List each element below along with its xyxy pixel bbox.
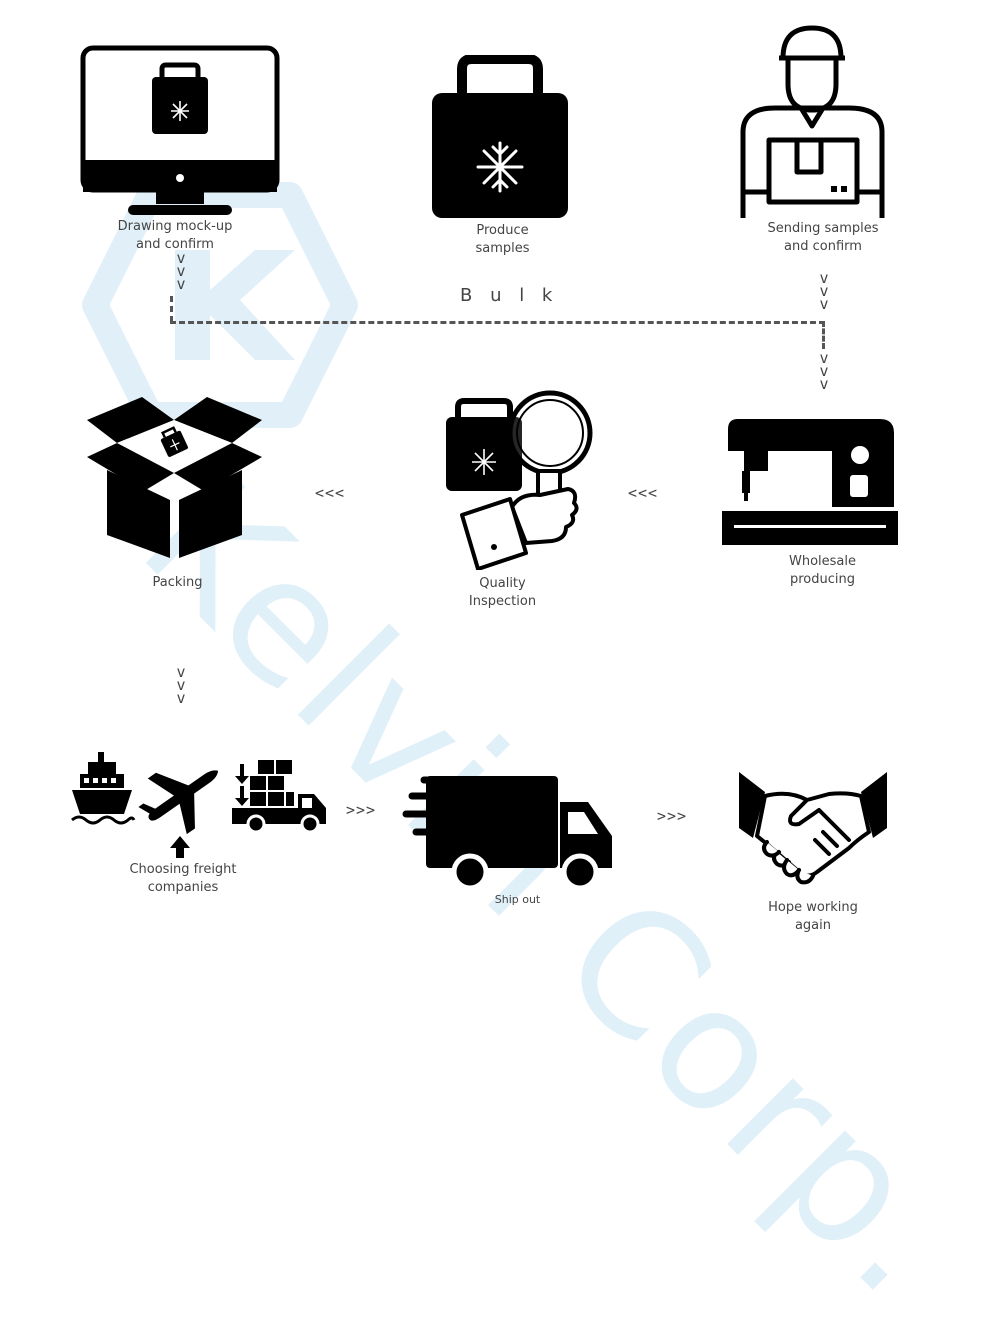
- label-wholesale-producing: Wholesale producing: [788, 554, 856, 587]
- magnifier-inspection-icon: [446, 390, 593, 570]
- label-drawing-mockup: Drawing mock-up and confirm: [117, 219, 233, 252]
- monitor-with-cooler-bag-icon: [80, 45, 280, 215]
- plane-icon: [138, 770, 219, 835]
- label-ship-out: Ship out: [494, 893, 541, 906]
- bulk-dashed-line-right: [822, 321, 825, 349]
- right-arrow-to-shipout: >>>: [346, 801, 377, 819]
- down-arrow-from-drawing: v v v: [176, 249, 186, 293]
- label-produce-samples: Produce samples: [475, 223, 530, 256]
- bulk-dashed-line-left: [170, 296, 173, 322]
- bulk-dashed-line: [170, 321, 825, 324]
- left-arrow-to-quality: <<<: [628, 484, 659, 502]
- handshake-icon: [739, 772, 887, 885]
- delivery-man-icon: [740, 25, 885, 218]
- label-hope-working-again: Hope working again: [768, 900, 858, 933]
- truck-icon: [232, 760, 326, 834]
- fast-truck-icon: [402, 776, 612, 890]
- bulk-label: B u l k: [460, 285, 559, 306]
- sewing-machine-icon: [722, 419, 898, 545]
- label-packing: Packing: [152, 575, 203, 590]
- cooler-bag-icon: [432, 55, 568, 218]
- label-quality-inspection: Quality Inspection: [468, 576, 537, 609]
- right-arrow-to-hope: >>>: [657, 807, 688, 825]
- down-arrow-from-sending: v v v: [819, 269, 829, 313]
- label-sending-samples: Sending samples and confirm: [767, 221, 879, 254]
- label-choosing-freight: Choosing freight companies: [129, 862, 237, 895]
- down-arrow-to-wholesale: v v v: [819, 349, 829, 393]
- left-arrow-to-packing: <<<: [315, 484, 346, 502]
- ship-plane-truck-icon: [71, 752, 326, 858]
- down-arrow-to-freight: v v v: [176, 663, 186, 707]
- open-box-icon: [87, 397, 262, 558]
- ship-icon: [71, 752, 136, 825]
